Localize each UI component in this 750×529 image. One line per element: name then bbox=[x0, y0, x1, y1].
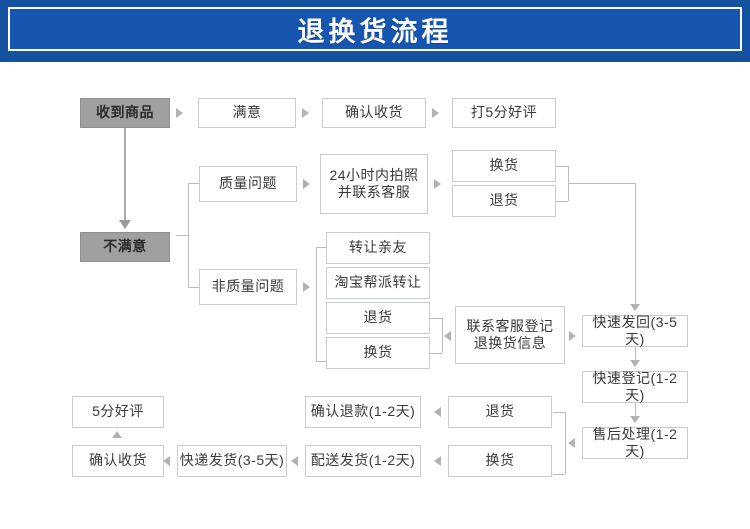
connector-join-to-right bbox=[568, 183, 635, 184]
node-exchange-mid: 换货 bbox=[326, 337, 430, 369]
node-satisfied: 满意 bbox=[198, 98, 296, 128]
brace-bottom-bottom-arm bbox=[553, 474, 565, 475]
connector-received-to-not-satisfied bbox=[124, 128, 126, 222]
node-express-shipping: 快递发货(3-5天) bbox=[177, 445, 287, 477]
node-delivery-shipping: 配送发货(1-2天) bbox=[305, 445, 421, 477]
connector-return-top-arm bbox=[556, 201, 568, 202]
page-title: 退换货流程 bbox=[297, 16, 453, 47]
arrow-left-from-after-sales bbox=[568, 438, 575, 448]
node-taobao-group-transfer: 淘宝帮派转让 bbox=[326, 267, 430, 299]
node-confirm-refund: 确认退款(1-2天) bbox=[305, 396, 421, 428]
connector-exchange-top-arm bbox=[556, 166, 568, 167]
node-return-mid: 退货 bbox=[326, 302, 430, 334]
arrow-contact-to-fast-send-back bbox=[569, 331, 576, 341]
arrow-return-bottom-to-confirm-refund bbox=[434, 407, 441, 417]
connector-send-back-to-register bbox=[635, 347, 636, 364]
arrow-photo-to-exchange-return bbox=[434, 179, 441, 189]
brace-options-top-arm bbox=[316, 247, 326, 248]
arrow-quality-to-photo bbox=[303, 179, 310, 189]
node-quality-problem: 质量问题 bbox=[199, 166, 297, 202]
node-confirm-receipt-bottom: 确认收货 bbox=[72, 445, 164, 477]
arrow-down-to-fast-send-back bbox=[630, 304, 640, 311]
arrow-exchange-to-delivery bbox=[434, 456, 441, 466]
arrow-down-to-not-satisfied bbox=[119, 220, 131, 229]
brace-bottom-top-arm bbox=[553, 412, 565, 413]
node-five-star-bottom: 5分好评 bbox=[72, 396, 164, 428]
node-return-bottom: 退货 bbox=[448, 396, 552, 428]
connector-right-down-to-send-back bbox=[635, 183, 636, 306]
arrow-left-to-mid-options bbox=[444, 331, 451, 341]
node-received-goods: 收到商品 bbox=[80, 98, 170, 128]
arrow-delivery-to-express bbox=[291, 456, 298, 466]
node-contact-service-register: 联系客服登记 退换货信息 bbox=[455, 306, 565, 364]
header-inner-frame: 退换货流程 bbox=[8, 7, 742, 51]
node-fast-register: 快速登记(1-2天) bbox=[582, 370, 688, 403]
node-non-quality-problem: 非质量问题 bbox=[199, 269, 297, 305]
flowchart-canvas: 收到商品 满意 确认收货 打5分好评 不满意 质量问题 24小时内拍照 并联系客… bbox=[0, 62, 750, 529]
arrow-satisfied-to-confirm bbox=[302, 108, 309, 118]
arrow-express-to-confirm-receipt bbox=[163, 456, 170, 466]
node-exchange-top: 换货 bbox=[452, 150, 556, 182]
brace-branch-stem bbox=[176, 235, 188, 236]
node-photo-contact-service: 24小时内拍照 并联系客服 bbox=[320, 154, 428, 214]
arrow-up-to-five-star-bottom bbox=[112, 431, 122, 438]
node-five-star-top: 打5分好评 bbox=[452, 98, 556, 128]
connector-mid-options-join bbox=[442, 318, 443, 353]
brace-branch-bottom-arm bbox=[188, 287, 200, 288]
node-transfer-friend: 转让亲友 bbox=[326, 232, 430, 264]
arrow-non-quality-to-options bbox=[303, 282, 310, 292]
brace-branch-top-arm bbox=[188, 183, 200, 184]
connector-exchange-mid-arm bbox=[430, 353, 442, 354]
node-return-top: 退货 bbox=[452, 185, 556, 217]
node-fast-send-back: 快速发回(3-5天) bbox=[582, 314, 688, 347]
arrow-down-to-after-sales bbox=[630, 416, 640, 423]
arrow-down-to-fast-register bbox=[630, 360, 640, 367]
brace-options-bottom-arm bbox=[316, 361, 326, 362]
node-exchange-bottom: 换货 bbox=[448, 445, 552, 477]
connector-return-mid-arm bbox=[430, 318, 442, 319]
brace-bottom-split-vertical bbox=[565, 412, 566, 474]
brace-branch-vertical bbox=[188, 183, 189, 287]
header-underline bbox=[0, 57, 750, 62]
node-after-sales-process: 售后处理(1-2天) bbox=[582, 426, 688, 459]
brace-options-vertical bbox=[316, 247, 317, 361]
node-not-satisfied: 不满意 bbox=[80, 232, 170, 262]
connector-register-to-after-sales bbox=[635, 403, 636, 420]
arrow-received-to-satisfied bbox=[176, 108, 183, 118]
node-confirm-receipt-top: 确认收货 bbox=[322, 98, 426, 128]
page-header-banner: 退换货流程 bbox=[0, 0, 750, 62]
arrow-confirm-to-five-star bbox=[432, 108, 439, 118]
